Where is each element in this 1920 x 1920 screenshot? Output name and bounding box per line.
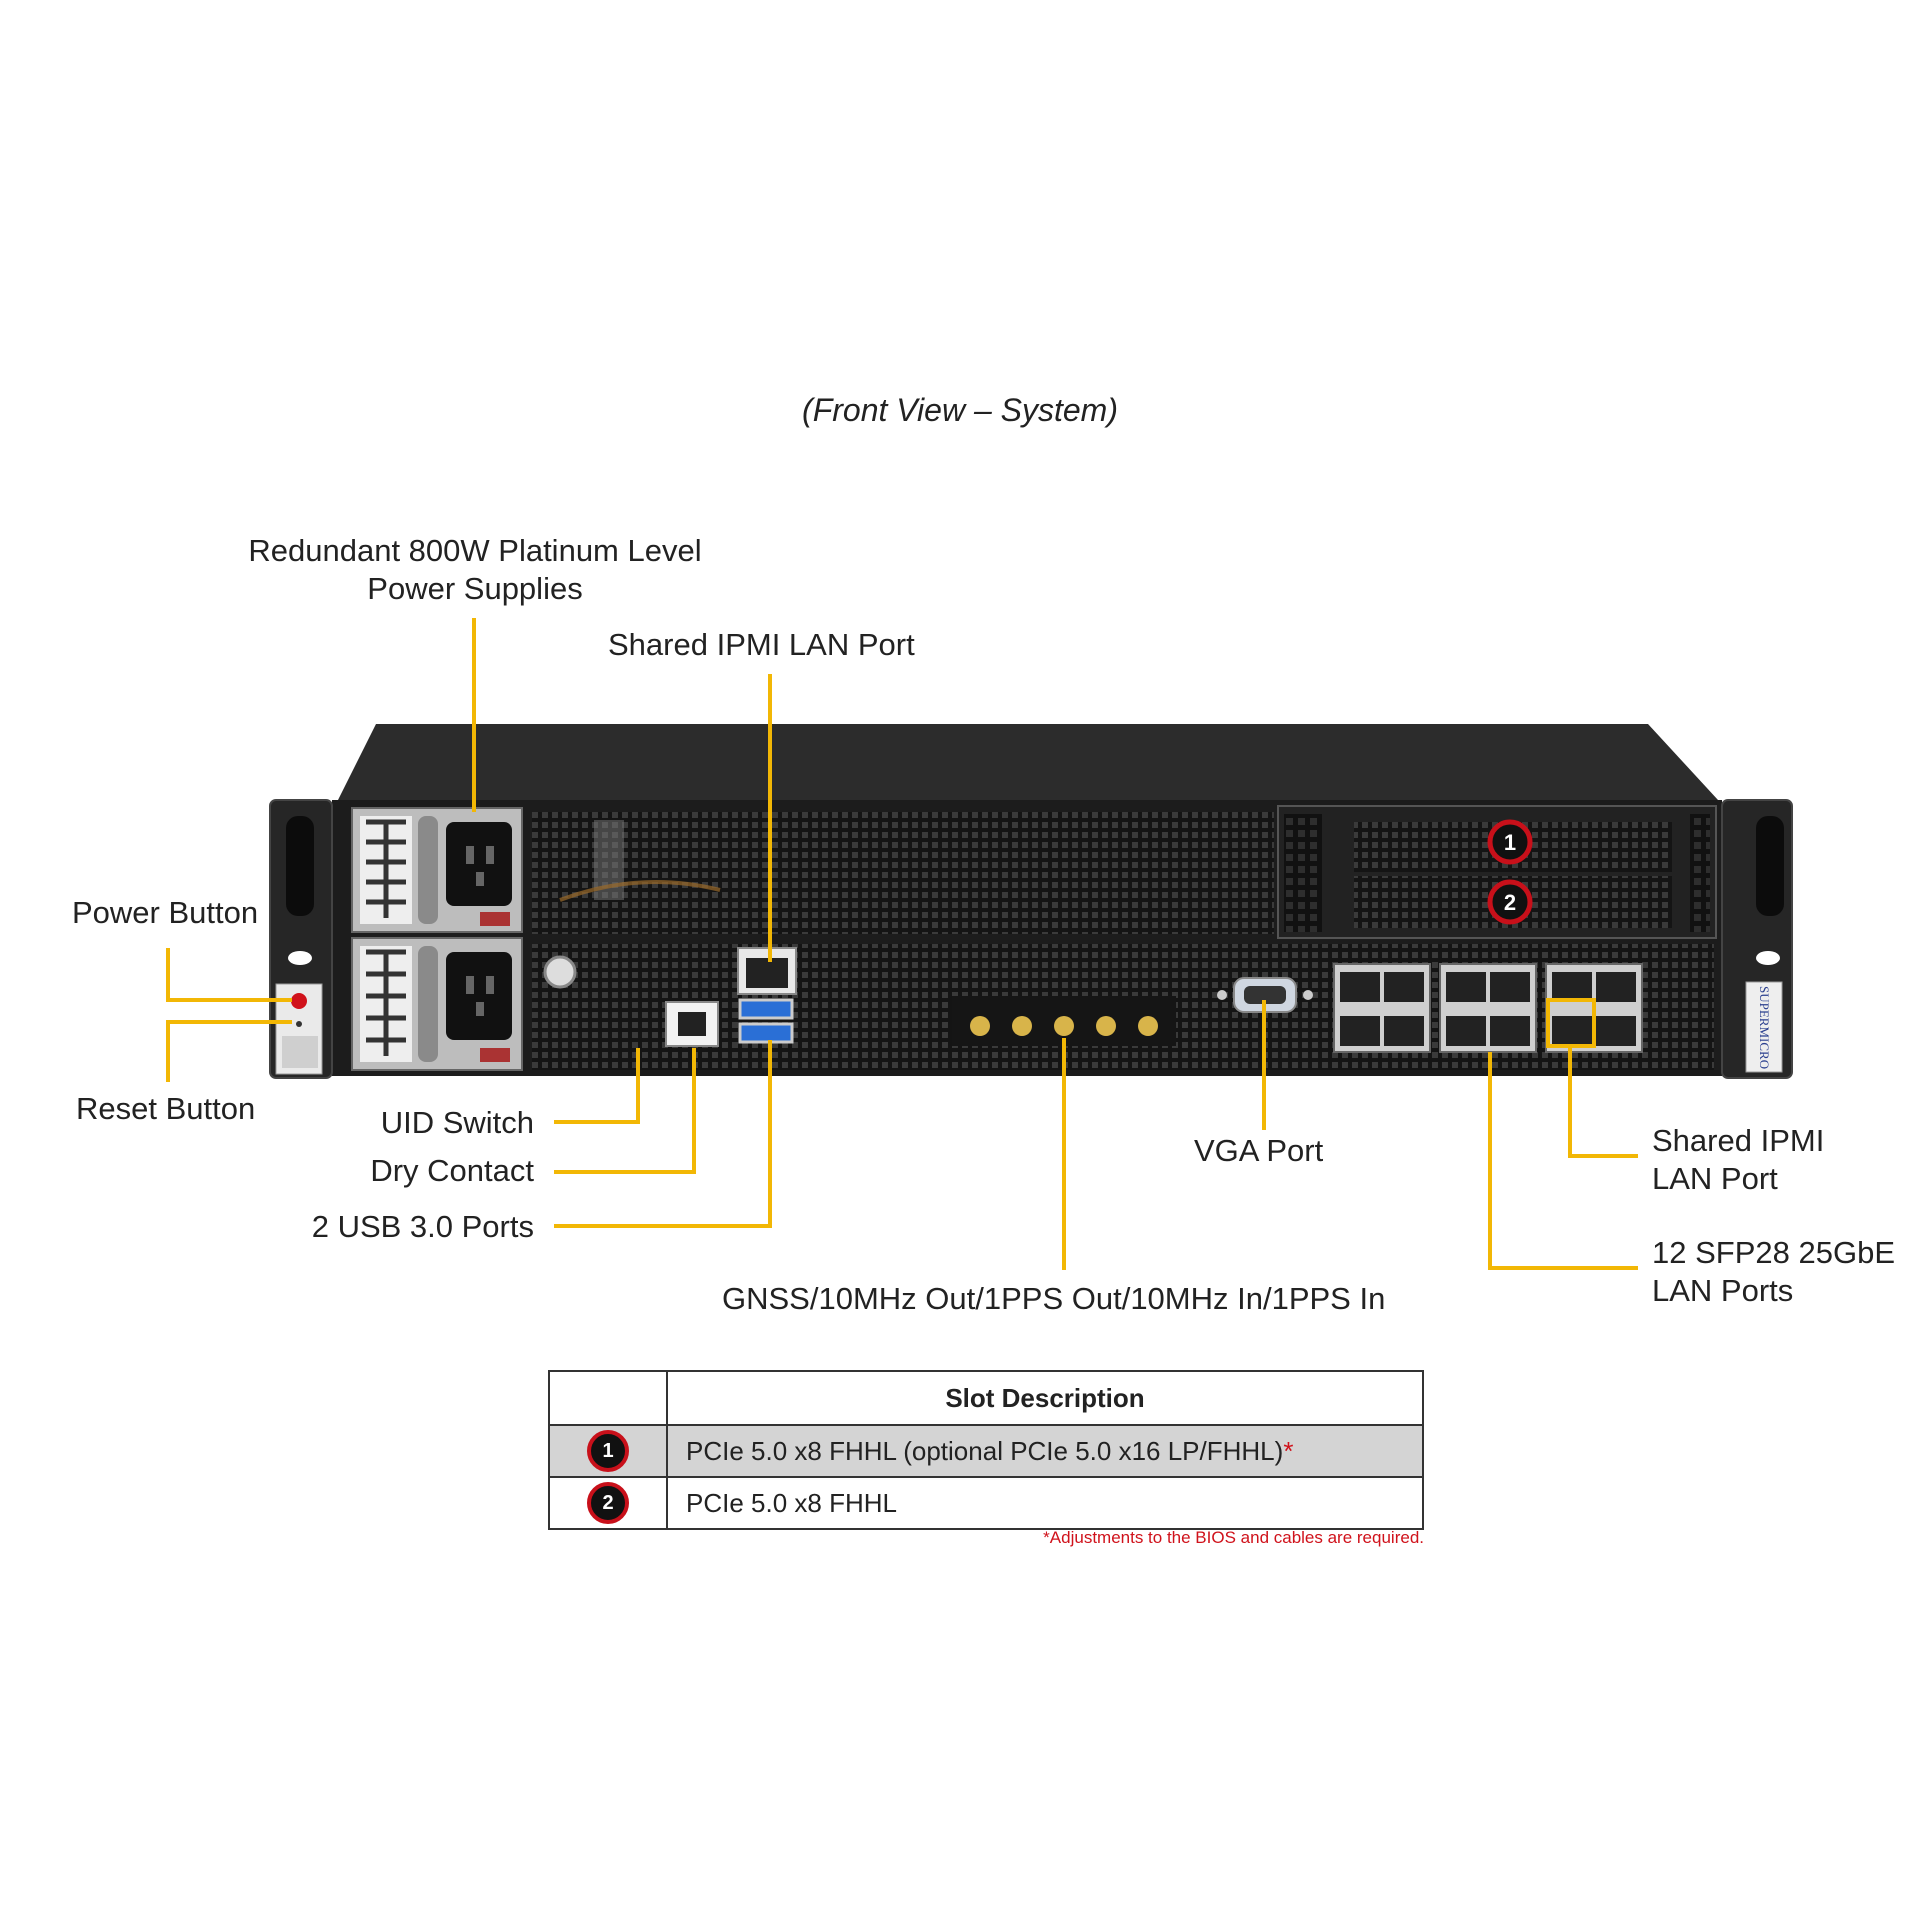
leader-uid: [554, 1048, 640, 1124]
riser-vent-left: [1284, 814, 1322, 932]
label-reset-button: Reset Button: [76, 1091, 256, 1126]
slot-description: PCIe 5.0 x8 FHHL: [686, 1487, 897, 1518]
sma-connector: [1138, 1016, 1158, 1036]
label-power-button: Power Button: [72, 895, 259, 930]
slot-badge-1: 1: [1487, 819, 1533, 865]
label-shared-ipmi-right: Shared IPMI LAN Port: [1652, 1122, 1824, 1198]
usb-port-2: [738, 1022, 794, 1044]
slot-description-table: Slot Description 1 PCIe 5.0 x8 FHHL (opt…: [548, 1370, 1424, 1530]
chassis-top: [338, 724, 1718, 800]
reset-button-icon: [296, 1021, 302, 1027]
sfp-cage-1: [1333, 963, 1431, 1053]
sma-connector: [1096, 1016, 1116, 1036]
footnote-mark: *: [1283, 1435, 1294, 1466]
leader-power-button: [166, 948, 292, 1002]
sma-connector: [1012, 1016, 1032, 1036]
label-dry-contact: Dry Contact: [370, 1153, 534, 1188]
leader-dry-contact: [554, 1048, 696, 1174]
ear-hole-left: [288, 951, 312, 965]
table-cell-num: 1: [548, 1424, 668, 1478]
table-cell-desc: PCIe 5.0 x8 FHHL: [666, 1476, 1424, 1530]
label-vga-port: VGA Port: [1194, 1133, 1324, 1168]
table-header-num: [548, 1370, 668, 1426]
uid-switch: [543, 955, 577, 989]
ear-hole-right: [1756, 951, 1780, 965]
leader-lines: [166, 618, 1638, 1270]
label-sfp-ports-line1: 12 SFP28 25GbE: [1652, 1235, 1895, 1270]
table-header-row: Slot Description: [548, 1370, 1424, 1426]
label-shared-ipmi-right-line2: LAN Port: [1652, 1161, 1778, 1196]
label-power-supplies-line1: Redundant 800W Platinum Level: [248, 533, 702, 568]
sma-connector: [1054, 1016, 1074, 1036]
slot-badge-2: 2: [1487, 879, 1533, 925]
leader-ipmi-right: [1568, 1046, 1638, 1158]
sfp-cage-2: [1439, 963, 1537, 1053]
label-power-supplies-line2: Power Supplies: [367, 571, 583, 606]
slot-number-badge: 2: [587, 1482, 629, 1524]
label-uid-switch: UID Switch: [380, 1105, 534, 1140]
brand-logo: SUPERMICRO: [1757, 986, 1772, 1069]
figure-caption: (Front View – System): [802, 392, 1118, 428]
sma-connector: [970, 1016, 990, 1036]
slot-badge-2-label: 2: [1504, 890, 1516, 915]
handle-left: [286, 816, 314, 916]
psu-2: [351, 937, 523, 1071]
table-row: 1 PCIe 5.0 x8 FHHL (optional PCIe 5.0 x1…: [548, 1424, 1424, 1478]
leader-reset-button: [166, 1020, 292, 1082]
slot-badge-1-label: 1: [1504, 830, 1516, 855]
table-row: 2 PCIe 5.0 x8 FHHL: [548, 1476, 1424, 1530]
label-power-supplies: Redundant 800W Platinum Level Power Supp…: [190, 532, 760, 608]
label-gnss: GNSS/10MHz Out/1PPS Out/10MHz In/1PPS In: [722, 1281, 1386, 1316]
led-strip: [282, 1036, 318, 1068]
usb-port-1: [738, 998, 794, 1020]
power-button-icon: [291, 993, 307, 1009]
label-shared-ipmi-right-line1: Shared IPMI: [1652, 1123, 1825, 1158]
leader-sfp: [1488, 1052, 1638, 1270]
slot-description: PCIe 5.0 x8 FHHL (optional PCIe 5.0 x16 …: [686, 1435, 1284, 1466]
label-shared-ipmi-top: Shared IPMI LAN Port: [608, 627, 915, 662]
label-sfp-ports: 12 SFP28 25GbE LAN Ports: [1652, 1234, 1895, 1310]
slot-number-badge: 1: [587, 1430, 629, 1472]
upper-vent: [532, 812, 1274, 934]
label-usb-ports: 2 USB 3.0 Ports: [311, 1209, 534, 1244]
table-cell-desc: PCIe 5.0 x8 FHHL (optional PCIe 5.0 x16 …: [666, 1424, 1424, 1478]
table-footnote: *Adjustments to the BIOS and cables are …: [1043, 1528, 1424, 1547]
table-header-desc: Slot Description: [666, 1370, 1424, 1426]
psu-1: [351, 807, 523, 933]
leader-usb: [554, 1040, 772, 1228]
brand-plate: [1745, 981, 1783, 1073]
label-sfp-ports-line2: LAN Ports: [1652, 1273, 1794, 1308]
table-cell-num: 2: [548, 1476, 668, 1530]
handle-right: [1756, 816, 1784, 916]
